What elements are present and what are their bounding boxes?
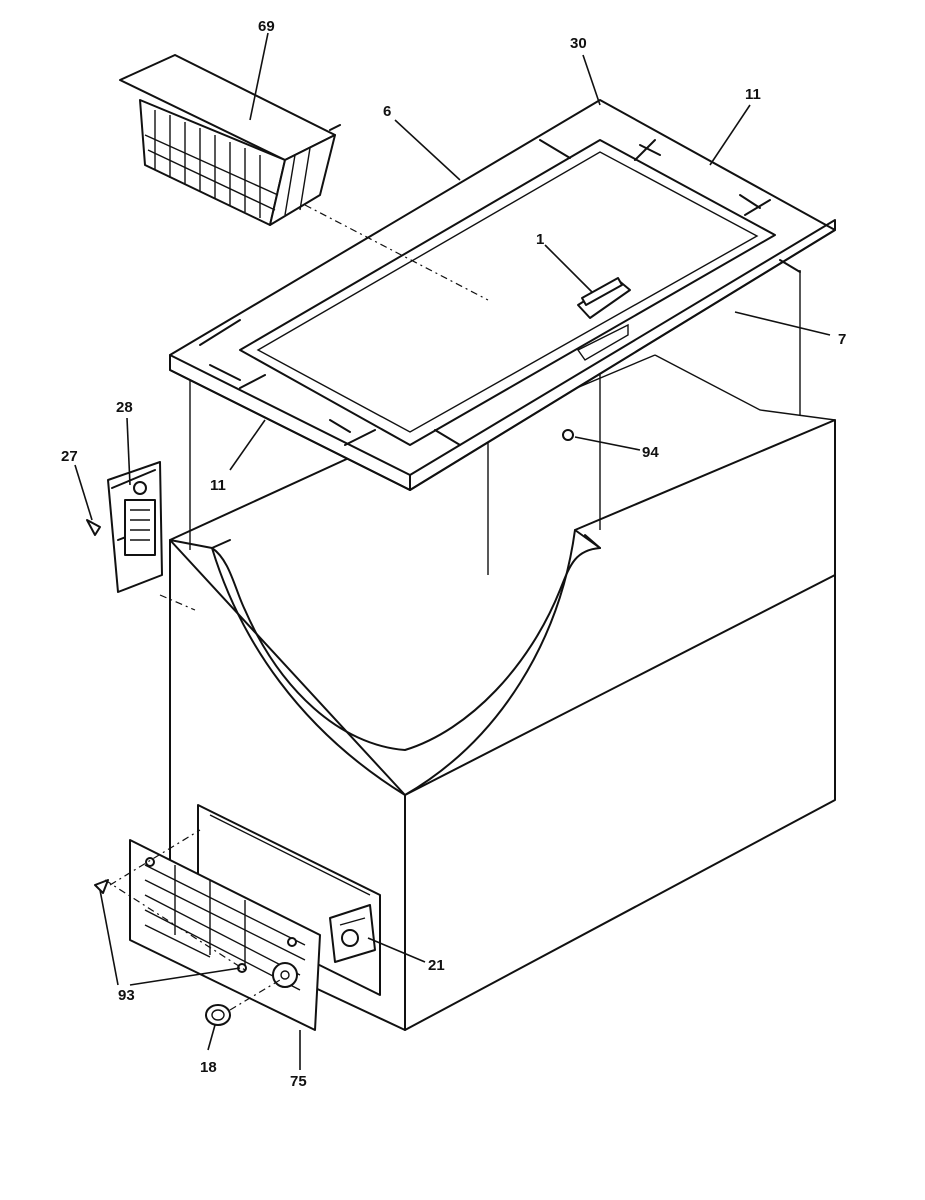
callout-11-left: 11 bbox=[210, 477, 226, 494]
callout-1: 1 bbox=[536, 231, 544, 248]
callouts: 69 30 11 6 1 7 28 27 11 94 21 93 18 75 bbox=[61, 18, 846, 1090]
callout-28: 28 bbox=[116, 399, 133, 416]
hinge bbox=[107, 461, 163, 593]
callout-93: 93 bbox=[118, 987, 135, 1004]
callout-75: 75 bbox=[290, 1073, 307, 1090]
callout-27: 27 bbox=[61, 448, 78, 465]
lid-frame bbox=[169, 99, 836, 491]
callout-30: 30 bbox=[570, 35, 587, 52]
callout-69: 69 bbox=[258, 18, 275, 35]
callout-94: 94 bbox=[642, 444, 659, 461]
callout-18: 18 bbox=[200, 1059, 217, 1076]
screw bbox=[86, 519, 101, 536]
callout-6: 6 bbox=[383, 103, 391, 120]
alignment-lines bbox=[104, 204, 489, 1011]
control-switch bbox=[329, 904, 376, 963]
lid-handle bbox=[576, 277, 631, 361]
callout-7: 7 bbox=[838, 331, 846, 348]
callout-11-top: 11 bbox=[745, 86, 761, 103]
leader-lines bbox=[74, 32, 831, 1070]
callout-21: 21 bbox=[428, 957, 445, 974]
drain-plug bbox=[205, 1004, 231, 1026]
basket bbox=[119, 54, 341, 226]
screw-small bbox=[94, 429, 574, 894]
